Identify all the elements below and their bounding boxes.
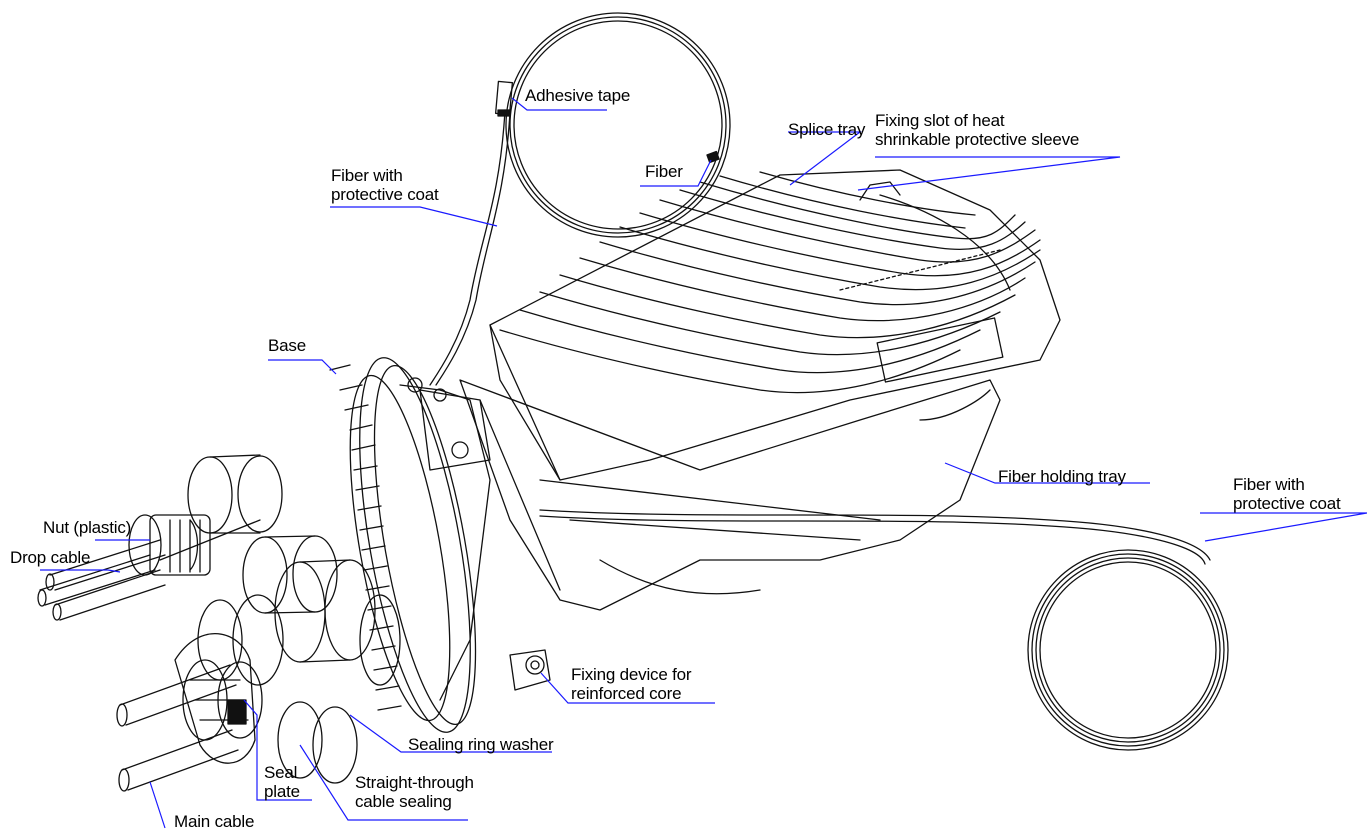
- label-straight-through-cable-sealing: Straight-through cable sealing: [355, 773, 474, 811]
- label-seal-plate-line1: Seal: [264, 763, 298, 782]
- label-main-cable-text: Main cable: [174, 812, 255, 831]
- label-seal-plate-line2: plate: [264, 782, 300, 801]
- fiber-loop-top: [429, 12, 731, 386]
- label-seal-plate: Seal plate: [264, 763, 300, 801]
- label-splice-tray-text: Splice tray: [788, 120, 866, 139]
- label-fiber-holding-tray-text: Fiber holding tray: [998, 467, 1126, 486]
- label-nut-plastic-text: Nut (plastic): [43, 518, 132, 537]
- fiber-loop-right: [539, 509, 1229, 751]
- label-straight-through-line1: Straight-through: [355, 773, 474, 792]
- label-fiber-holding-tray: Fiber holding tray: [998, 467, 1126, 486]
- label-main-cable: Main cable: [174, 812, 254, 831]
- label-fiber-protective-coat-right-line2: protective coat: [1233, 494, 1341, 513]
- label-fiber-protective-coat-right-line1: Fiber with: [1233, 475, 1305, 494]
- base-clamps: [407, 377, 491, 471]
- label-adhesive-tape: Adhesive tape: [525, 86, 630, 105]
- label-nut-plastic: Nut (plastic): [43, 518, 131, 537]
- cables: [37, 539, 239, 792]
- seal-plate: [174, 632, 256, 764]
- label-fixing-slot-line2: shrinkable protective sleeve: [875, 130, 1080, 149]
- cable-ports: [128, 454, 401, 784]
- label-base-text: Base: [268, 336, 306, 355]
- fixing-device: [509, 649, 551, 691]
- label-fixing-slot-line1: Fixing slot of heat: [875, 111, 1005, 130]
- label-drop-cable: Drop cable: [10, 548, 90, 567]
- label-fiber-text: Fiber: [645, 162, 683, 181]
- fiber-holding-tray: [459, 379, 1001, 611]
- label-fixing-device: Fixing device for reinforced core: [571, 665, 692, 703]
- label-splice-tray: Splice tray: [788, 120, 865, 139]
- label-sealing-ring-washer: Sealing ring washer: [408, 735, 554, 754]
- label-drop-cable-text: Drop cable: [10, 548, 91, 567]
- label-fiber-protective-coat-top-line1: Fiber with: [331, 166, 403, 185]
- label-fiber-protective-coat-top: Fiber with protective coat: [331, 166, 439, 204]
- label-fiber-protective-coat-right: Fiber with protective coat: [1233, 475, 1341, 513]
- label-fixing-device-line2: reinforced core: [571, 684, 682, 703]
- label-fiber-protective-coat-top-line2: protective coat: [331, 185, 439, 204]
- splice-tray-stack: [489, 169, 1061, 481]
- label-straight-through-line2: cable sealing: [355, 792, 452, 811]
- base-flange: [329, 357, 491, 733]
- label-fixing-device-line1: Fixing device for: [571, 665, 692, 684]
- label-adhesive-tape-text: Adhesive tape: [525, 86, 631, 105]
- label-base: Base: [268, 336, 306, 355]
- label-sealing-ring-washer-text: Sealing ring washer: [408, 735, 554, 754]
- label-fixing-slot: Fixing slot of heat shrinkable protectiv…: [875, 111, 1079, 149]
- leader-lines: [40, 97, 1367, 829]
- label-fiber: Fiber: [645, 162, 683, 181]
